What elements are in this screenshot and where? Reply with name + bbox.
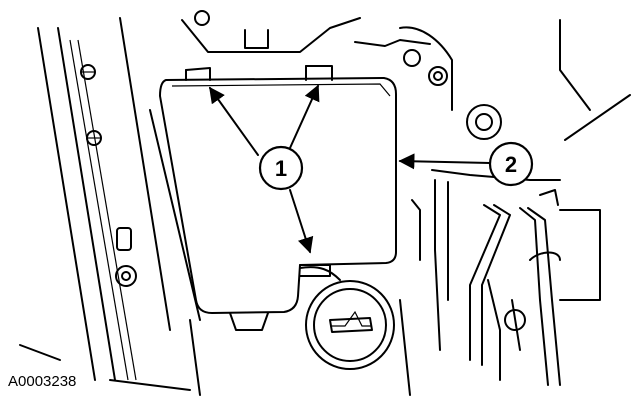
panel-fastener-2	[86, 130, 102, 146]
lower-structure	[19, 266, 411, 396]
callout-1-number: 1	[275, 156, 287, 181]
brake-lines	[411, 179, 561, 386]
right-bolt	[466, 104, 502, 140]
callout-2: 2	[488, 141, 534, 187]
panel-bolt	[115, 265, 137, 287]
callout-2-leader	[398, 153, 491, 170]
fuse-box-cover	[159, 65, 397, 331]
body-panel	[37, 17, 201, 381]
upper-bracket	[181, 10, 453, 111]
reservoir-cap	[305, 280, 395, 370]
callout-1: 1	[258, 145, 304, 191]
panel-slot	[116, 227, 132, 251]
callout-1-leaders	[209, 84, 320, 254]
callout-2-number: 2	[505, 152, 517, 177]
panel-fastener-1	[80, 64, 96, 80]
figure-id: A0003238	[8, 373, 76, 390]
